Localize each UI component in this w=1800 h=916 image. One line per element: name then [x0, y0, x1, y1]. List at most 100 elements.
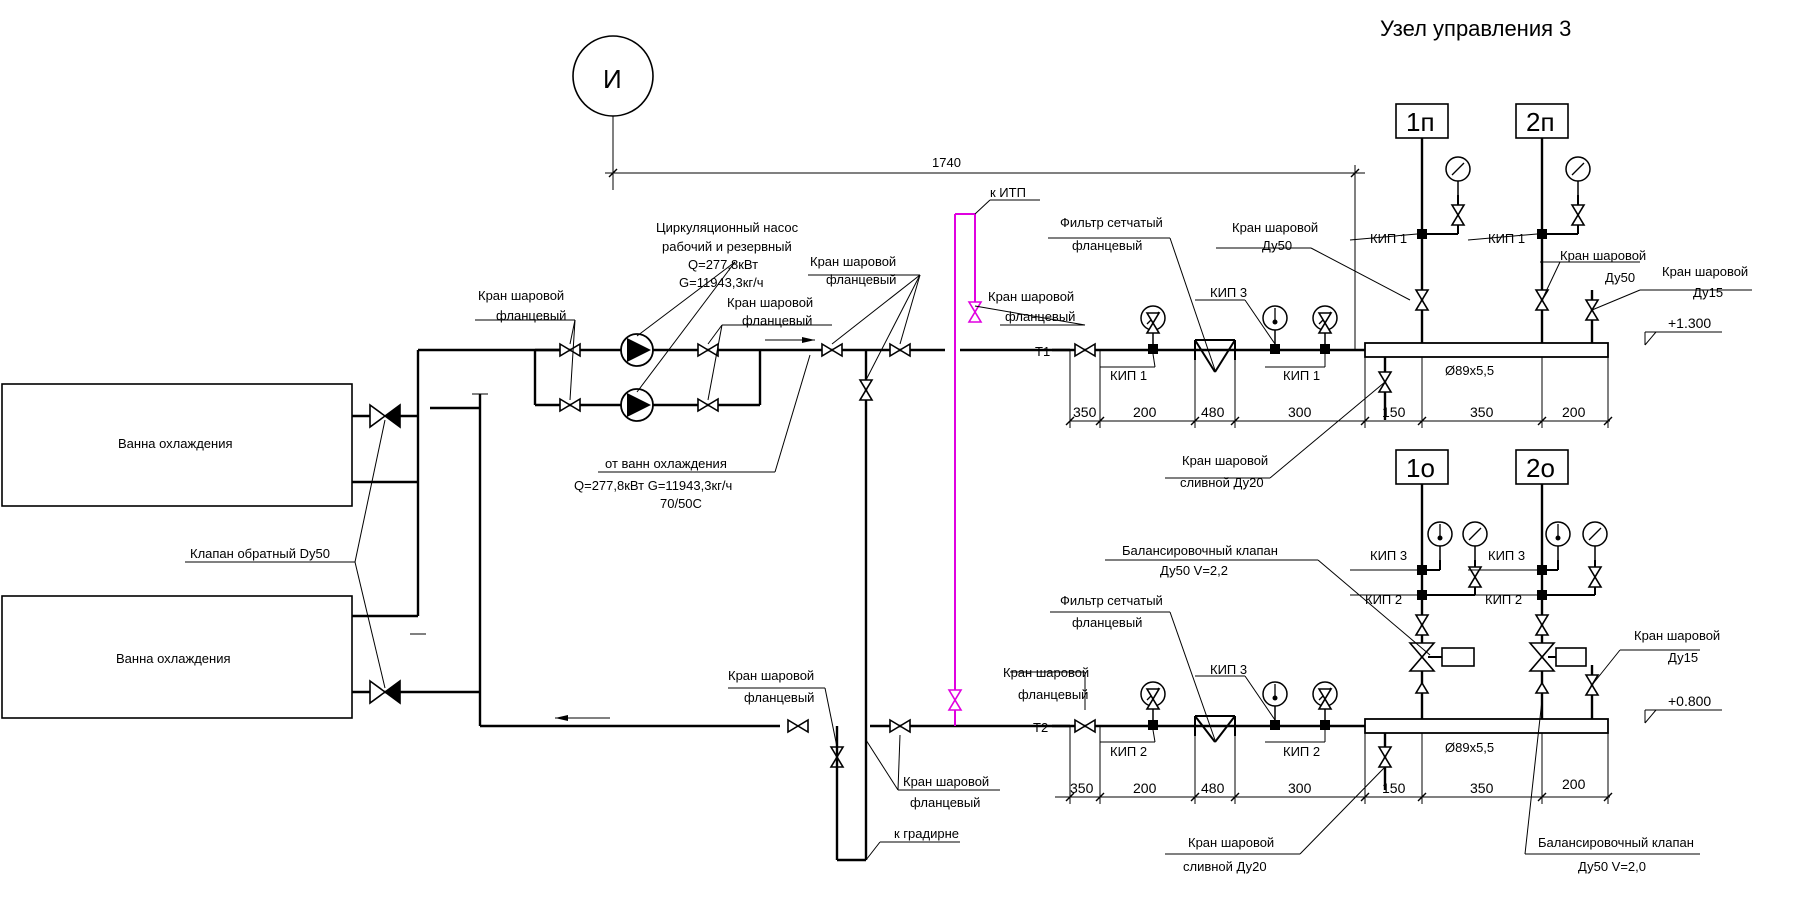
diagram-title: Узел управления 3 [1380, 16, 1571, 41]
filter-bot-label-b: фланцевый [1072, 615, 1142, 630]
to-itp-label: к ИТП [990, 185, 1026, 200]
ball-valve-bot-label-a: Кран шаровой [1003, 665, 1089, 680]
cooling-bath-2-label: Ванна охлаждения [116, 651, 231, 666]
balancing-top-label-b: Ду50 V=2,2 [1160, 563, 1228, 578]
section-marker: И [572, 35, 654, 190]
drain-bot-label-b: сливной Ду20 [1183, 859, 1267, 874]
ball-valve-du15-r-label-a: Кран шаровой [1662, 264, 1748, 279]
drain-top-label-b: сливной Ду20 [1180, 475, 1264, 490]
filter-bottom [1194, 715, 1236, 743]
kip2-d-label: КИП 2 [1283, 744, 1320, 759]
pump-reserve [620, 388, 654, 422]
level-mark-bottom: +0.800 [1644, 693, 1722, 724]
itp-pipe: к ИТП [948, 185, 1040, 726]
dim-top-4: 150 [1382, 404, 1406, 420]
riser-2p-label: 2п [1526, 107, 1555, 137]
pump-label-b: рабочий и резервный [662, 239, 792, 254]
t2-label: Т2 [1033, 720, 1048, 735]
ball-valve-4-label-a: Кран шаровой [988, 289, 1074, 304]
dim-top-2: 480 [1201, 404, 1225, 420]
check-valve-top [369, 403, 401, 429]
kip3-top-label: КИП 3 [1210, 285, 1247, 300]
riser-1o: 1о [1395, 449, 1488, 719]
pipe-top-label: Ø89x5,5 [1445, 363, 1494, 378]
kip1-b-label: КИП 1 [1283, 368, 1320, 383]
dim-bot-4: 150 [1382, 780, 1406, 796]
kip2-a-label: КИП 2 [1365, 592, 1402, 607]
drain-top-label-a: Кран шаровой [1182, 453, 1268, 468]
balancing-bot-label-b: Ду50 V=2,0 [1578, 859, 1646, 874]
ball-valve-6-label-a: Кран шаровой [903, 774, 989, 789]
check-valve-bottom [369, 679, 401, 705]
dim-top-5: 350 [1470, 404, 1494, 420]
dim-top-6: 200 [1562, 404, 1586, 420]
ball-valve-3-label-b: фланцевый [826, 272, 896, 287]
ball-valve-du15-r-label-b: Ду15 [1693, 285, 1723, 300]
balancing-bot-label-a: Балансировочный клапан [1538, 835, 1694, 850]
riser-1p-label: 1п [1406, 107, 1435, 137]
balancing-top-label-a: Балансировочный клапан [1122, 543, 1278, 558]
pump-label-a: Циркуляционный насос [656, 220, 799, 235]
supply-line-t1: Т1 [1035, 305, 1609, 420]
pump-label-d: G=11943,3кг/ч [679, 275, 764, 290]
ball-valve-6-label-b: фланцевый [910, 795, 980, 810]
dim-top-3: 300 [1288, 404, 1312, 420]
pump-block [533, 333, 1070, 862]
dim-bot-5: 350 [1470, 780, 1494, 796]
level-bottom-label: +0.800 [1668, 693, 1711, 709]
kip3-bot-label: КИП 3 [1210, 662, 1247, 677]
ball-valve-du50-r-label-b: Ду50 [1605, 270, 1635, 285]
dimension-1740: 1740 [605, 155, 1365, 350]
dimension-1740-label: 1740 [932, 155, 961, 170]
ball-valve-5-label-a: Кран шаровой [728, 668, 814, 683]
cooling-bath-1-label: Ванна охлаждения [118, 436, 233, 451]
kip3-b-label: КИП 3 [1488, 548, 1525, 563]
dims-bottom: 350 200 480 300 150 350 200 [1055, 726, 1613, 804]
leader-lines [185, 233, 1752, 861]
ball-valve-du15-b-label-a: Кран шаровой [1634, 628, 1720, 643]
section-marker-label: И [603, 64, 622, 94]
level-mark-top: +1.300 [1644, 315, 1722, 346]
check-valve-label: Клапан обратный Dy50 [190, 546, 330, 561]
riser-1o-label: 1о [1406, 453, 1435, 483]
ball-valve-2-label-b: фланцевый [742, 313, 812, 328]
drain-bot-label-a: Кран шаровой [1188, 835, 1274, 850]
kip1-a-label: КИП 1 [1110, 368, 1147, 383]
from-bath-label-c: 70/50С [660, 496, 702, 511]
dim-bot-3: 300 [1288, 780, 1312, 796]
ball-valve-1-label-b: фланцевый [496, 308, 566, 323]
labels: Клапан обратный Dy50 Кран шаровой фланце… [190, 215, 1748, 874]
level-top-label: +1.300 [1668, 315, 1711, 331]
to-gradirne-label: к градирне [894, 826, 959, 841]
dim-bot-6: 200 [1562, 776, 1586, 792]
balancing-valve-1 [1408, 642, 1475, 672]
cooling-bath-2: Ванна охлаждения [1, 595, 353, 719]
kip3-a-label: КИП 3 [1370, 548, 1407, 563]
riser-2o-label: 2о [1526, 453, 1555, 483]
ball-valve-1-label-a: Кран шаровой [478, 288, 564, 303]
ball-valve-3-label-a: Кран шаровой [810, 254, 896, 269]
cooling-bath-1: Ванна охлаждения [1, 383, 353, 507]
kip2-b-label: КИП 2 [1485, 592, 1522, 607]
pipe-bot-label: Ø89x5,5 [1445, 740, 1494, 755]
ball-valve-5-label-b: фланцевый [744, 690, 814, 705]
t1-label: Т1 [1035, 344, 1050, 359]
kip2-c-label: КИП 2 [1110, 744, 1147, 759]
ball-valve-du50-top-label-b: Ду50 [1262, 238, 1292, 253]
dim-top-0: 350 [1073, 404, 1097, 420]
dim-bot-2: 480 [1201, 780, 1225, 796]
kip1-c-label: КИП 1 [1370, 231, 1407, 246]
filter-top-label-b: фланцевый [1072, 238, 1142, 253]
filter-top-label-a: Фильтр сетчатый [1060, 215, 1163, 230]
from-bath-label-a: от ванн охлаждения [605, 456, 727, 471]
pump-working [620, 333, 654, 367]
from-bath-label-b: Q=277,8кВт G=11943,3кг/ч [574, 478, 732, 493]
ball-valve-du50-r-label-a: Кран шаровой [1560, 248, 1646, 263]
ball-valve-2-label-a: Кран шаровой [727, 295, 813, 310]
dim-bot-0: 350 [1070, 780, 1094, 796]
balancing-valve-2 [1528, 642, 1587, 672]
riser-2o: 2о [1515, 449, 1608, 719]
riser-1p: 1п [1395, 103, 1471, 343]
ball-valve-du50-top-label-a: Кран шаровой [1232, 220, 1318, 235]
